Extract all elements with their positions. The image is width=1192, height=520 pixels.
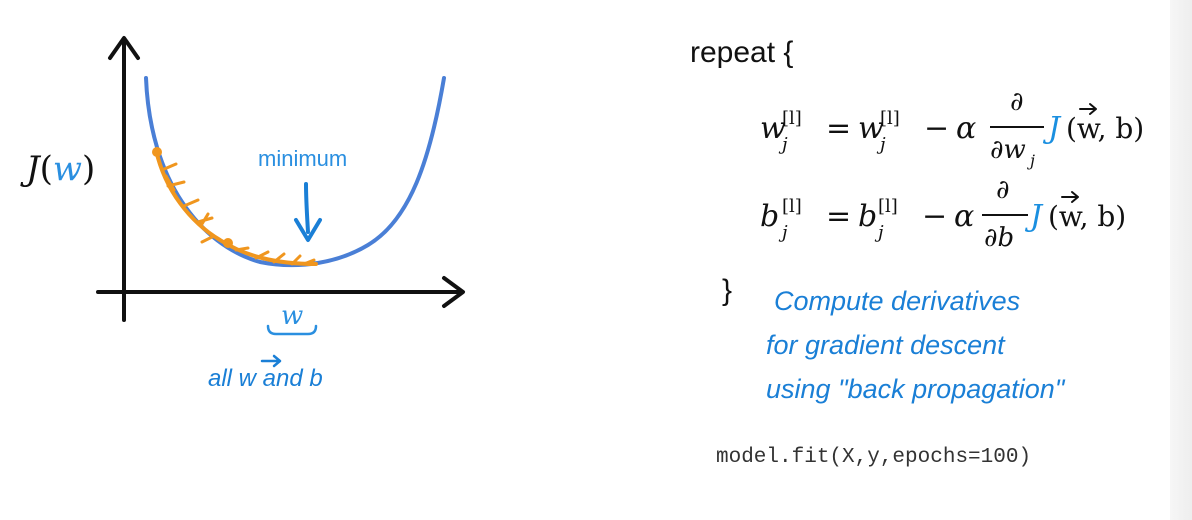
- note-line-2: for gradient descent: [766, 330, 1006, 360]
- x-axis: [96, 276, 465, 308]
- backprop-note: Compute derivatives for gradient descent…: [766, 286, 1066, 404]
- vector-arrow-icon: [260, 354, 282, 368]
- w-lhs-sub: j: [778, 134, 788, 155]
- b-rhs-sub: j: [874, 222, 884, 243]
- w-lhs: w: [760, 111, 786, 146]
- w-equals: =: [826, 111, 851, 146]
- w-frac-den: ∂w: [990, 135, 1026, 165]
- w-cost-args: (w, b): [1066, 112, 1144, 145]
- w-frac-den-sub: j: [1027, 151, 1035, 170]
- w-rhs-sub: j: [876, 134, 886, 155]
- x-axis-note: all w and b: [208, 365, 323, 392]
- w-alpha: α: [956, 111, 976, 146]
- w-lhs-sup: [l]: [782, 108, 802, 129]
- w-rhs: w: [858, 111, 884, 146]
- b-cost-J: J: [1024, 199, 1044, 234]
- cost-curve-plot: J(w): [20, 36, 465, 392]
- b-lhs-sub: j: [778, 222, 788, 243]
- b-equals: =: [826, 199, 851, 234]
- x-axis-underbrace: [266, 324, 318, 336]
- repeat-label: repeat {: [690, 36, 793, 69]
- minimum-arrow-icon: [304, 182, 310, 234]
- note-line-3: using "back propagation": [766, 374, 1066, 404]
- w-rhs-sup: [l]: [880, 108, 900, 129]
- y-axis: [108, 36, 140, 322]
- b-frac-den: ∂b: [984, 223, 1014, 253]
- w-minus: −: [924, 111, 949, 146]
- cost-curve: [144, 76, 446, 268]
- w-vector-arrow-icon: [1079, 103, 1097, 115]
- b-cost-args: (w, b): [1048, 200, 1126, 233]
- b-update-equation: b [l] j = b [l] j − α ∂ ∂b J (w, b): [760, 175, 1126, 253]
- gradient-descent-steps: [152, 147, 318, 266]
- w-update-equation: w [l] j = w [l] j − α ∂ ∂w j J (w, b): [760, 87, 1144, 170]
- b-alpha: α: [954, 199, 974, 234]
- y-axis-label: J(w): [20, 149, 95, 189]
- w-cost-J: J: [1042, 111, 1062, 146]
- b-rhs-sup: [l]: [878, 196, 898, 217]
- w-frac-num: ∂: [1010, 87, 1023, 117]
- b-frac-num: ∂: [996, 175, 1009, 205]
- algorithm-block: repeat { w [l] j = w [l] j − α ∂ ∂w j J …: [690, 36, 1144, 469]
- close-brace: }: [722, 274, 732, 307]
- model-fit-code: model.fit(X,y,epochs=100): [716, 446, 1031, 469]
- b-lhs: b: [760, 199, 779, 234]
- b-minus: −: [922, 199, 947, 234]
- edge-strip: [1170, 0, 1192, 520]
- minimum-label: minimum: [258, 146, 347, 171]
- b-rhs: b: [858, 199, 877, 234]
- b-lhs-sup: [l]: [782, 196, 802, 217]
- x-axis-label: w: [281, 301, 303, 331]
- note-line-1: Compute derivatives: [774, 286, 1020, 316]
- b-vector-arrow-icon: [1061, 191, 1079, 203]
